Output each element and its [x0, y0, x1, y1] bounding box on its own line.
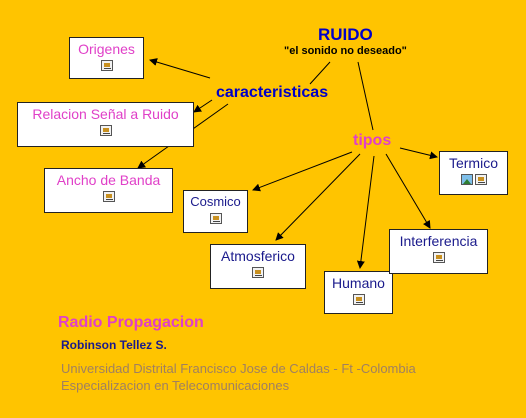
picture-icon[interactable]: [460, 174, 473, 185]
node-humano[interactable]: Humano: [324, 271, 393, 314]
node-atmosferico[interactable]: Atmosferico: [210, 244, 306, 289]
node-termico-label: Termico: [448, 155, 498, 171]
arrow-to-humano: [356, 155, 375, 269]
course-title: Radio Propagacion: [58, 314, 204, 331]
node-relacion[interactable]: Relacion Señal a Ruido: [17, 102, 194, 147]
arrow-to-interferencia: [385, 153, 431, 229]
university-name: Universidad Distrital Francisco Jose de …: [61, 361, 416, 376]
node-origenes-label: Origenes: [78, 41, 135, 57]
author-name: Robinson Tellez S.: [61, 338, 167, 352]
subtitle: "el sonido no deseado": [284, 45, 407, 57]
document-icon[interactable]: [102, 191, 115, 202]
document-icon[interactable]: [100, 60, 113, 71]
document-icon[interactable]: [252, 267, 264, 278]
link-tipos: tipos: [353, 132, 392, 149]
node-termico[interactable]: Termico: [439, 151, 508, 195]
program-name: Especializacion en Telecomunicaciones: [61, 378, 290, 393]
title-ruido: RUIDO: [318, 25, 373, 44]
document-icon[interactable]: [474, 174, 487, 185]
node-interferencia[interactable]: Interferencia: [389, 229, 488, 274]
node-origenes[interactable]: Origenes: [69, 37, 144, 79]
document-icon[interactable]: [99, 125, 112, 136]
node-relacion-label: Relacion Señal a Ruido: [32, 106, 179, 122]
arrow-to-relacion: [193, 99, 213, 113]
node-interferencia-label: Interferencia: [399, 233, 478, 249]
arrow-to-termico: [399, 147, 438, 160]
line-ruido-tipos: [357, 61, 374, 131]
arrow-to-origenes: [149, 58, 211, 79]
line-ruido-caracteristicas: [309, 61, 331, 85]
link-caracteristicas: caracteristicas: [216, 84, 329, 101]
node-atmosferico-label: Atmosferico: [221, 248, 295, 264]
document-icon[interactable]: [209, 213, 222, 224]
document-icon[interactable]: [432, 252, 445, 263]
arrow-to-cosmico: [252, 151, 353, 192]
node-ancho-label: Ancho de Banda: [56, 172, 161, 188]
arrow-to-atmosferico: [275, 153, 361, 241]
node-humano-label: Humano: [332, 275, 385, 291]
node-cosmico[interactable]: Cosmico: [183, 190, 248, 233]
document-icon[interactable]: [352, 294, 365, 305]
node-ancho[interactable]: Ancho de Banda: [44, 168, 173, 213]
node-cosmico-label: Cosmico: [190, 194, 241, 209]
